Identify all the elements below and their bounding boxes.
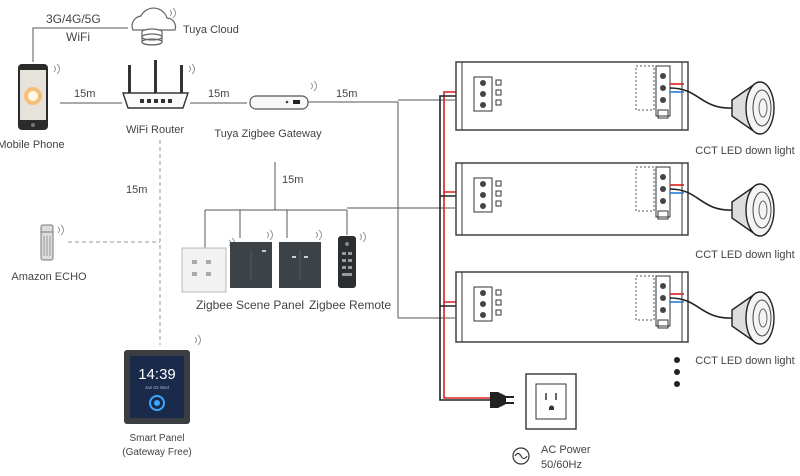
wall-outlet-icon <box>525 373 577 430</box>
wifi-label: WiFi <box>66 30 90 44</box>
phone-cloud-link <box>32 27 128 62</box>
scene-panel-label: Zigbee Scene Panel <box>195 298 305 312</box>
scene-panel-dark-icon-2 <box>279 229 322 288</box>
cct-led-downlight-icon-2 <box>731 183 775 237</box>
gateway-label: Tuya Zigbee Gateway <box>214 128 322 140</box>
cct-led-downlight-icon-3 <box>731 291 775 345</box>
cct-led-downlight-icon-1 <box>731 81 775 135</box>
smart-panel-date: Jan 03 Wed <box>145 385 169 390</box>
led-driver-1 <box>455 61 689 131</box>
light-label-2: CCT LED down light <box>695 249 795 261</box>
dashed-links <box>68 140 161 345</box>
zigbee-gateway-icon <box>249 80 317 110</box>
smart-panel-label: Smart Panel <box>129 433 185 444</box>
cellular-label: 3G/4G/5G <box>46 12 101 26</box>
wireless-signal-icon <box>169 7 176 19</box>
router-label: WiFi Router <box>125 124 185 136</box>
ac-wave-icon <box>512 447 530 465</box>
amazon-echo-icon <box>40 224 64 261</box>
remote-label: Zigbee Remote <box>308 298 392 312</box>
output-cables <box>669 83 736 319</box>
distance-router-panel: 15m <box>126 184 148 196</box>
ac-frequency-label: 50/60Hz <box>541 459 582 471</box>
cloud-icon <box>131 7 177 46</box>
smart-panel-sublabel: (Gateway Free) <box>122 447 192 458</box>
ac-power-label: AC Power <box>541 444 591 456</box>
scene-panel-white-icon <box>181 237 235 293</box>
phone-label: Mobile Phone <box>0 139 65 151</box>
distance-gateway-devices: 15m <box>282 174 304 186</box>
distance-phone-router: 15m <box>74 88 96 100</box>
distance-router-gateway: 15m <box>208 88 230 100</box>
led-driver-2 <box>455 162 689 236</box>
wifi-router-icon <box>122 60 195 109</box>
power-plug-icon <box>490 392 514 408</box>
distance-gateway-drivers: 15m <box>336 88 358 100</box>
led-driver-3 <box>455 271 689 343</box>
echo-label: Amazon ECHO <box>11 271 87 283</box>
light-label-1: CCT LED down light <box>695 145 795 157</box>
more-dots-icon <box>674 357 680 387</box>
connection-lines <box>32 27 455 319</box>
zigbee-remote-icon <box>338 231 366 288</box>
light-label-3: CCT LED down light <box>695 355 795 367</box>
smart-panel-time: 14:39 <box>138 366 176 383</box>
cloud-label: Tuya Cloud <box>183 24 239 36</box>
scene-panel-dark-icon <box>230 229 273 288</box>
power-wires <box>439 91 492 401</box>
smart-panel-device: 14:39 Jan 03 Wed <box>124 334 201 424</box>
mobile-phone-icon <box>18 63 60 130</box>
